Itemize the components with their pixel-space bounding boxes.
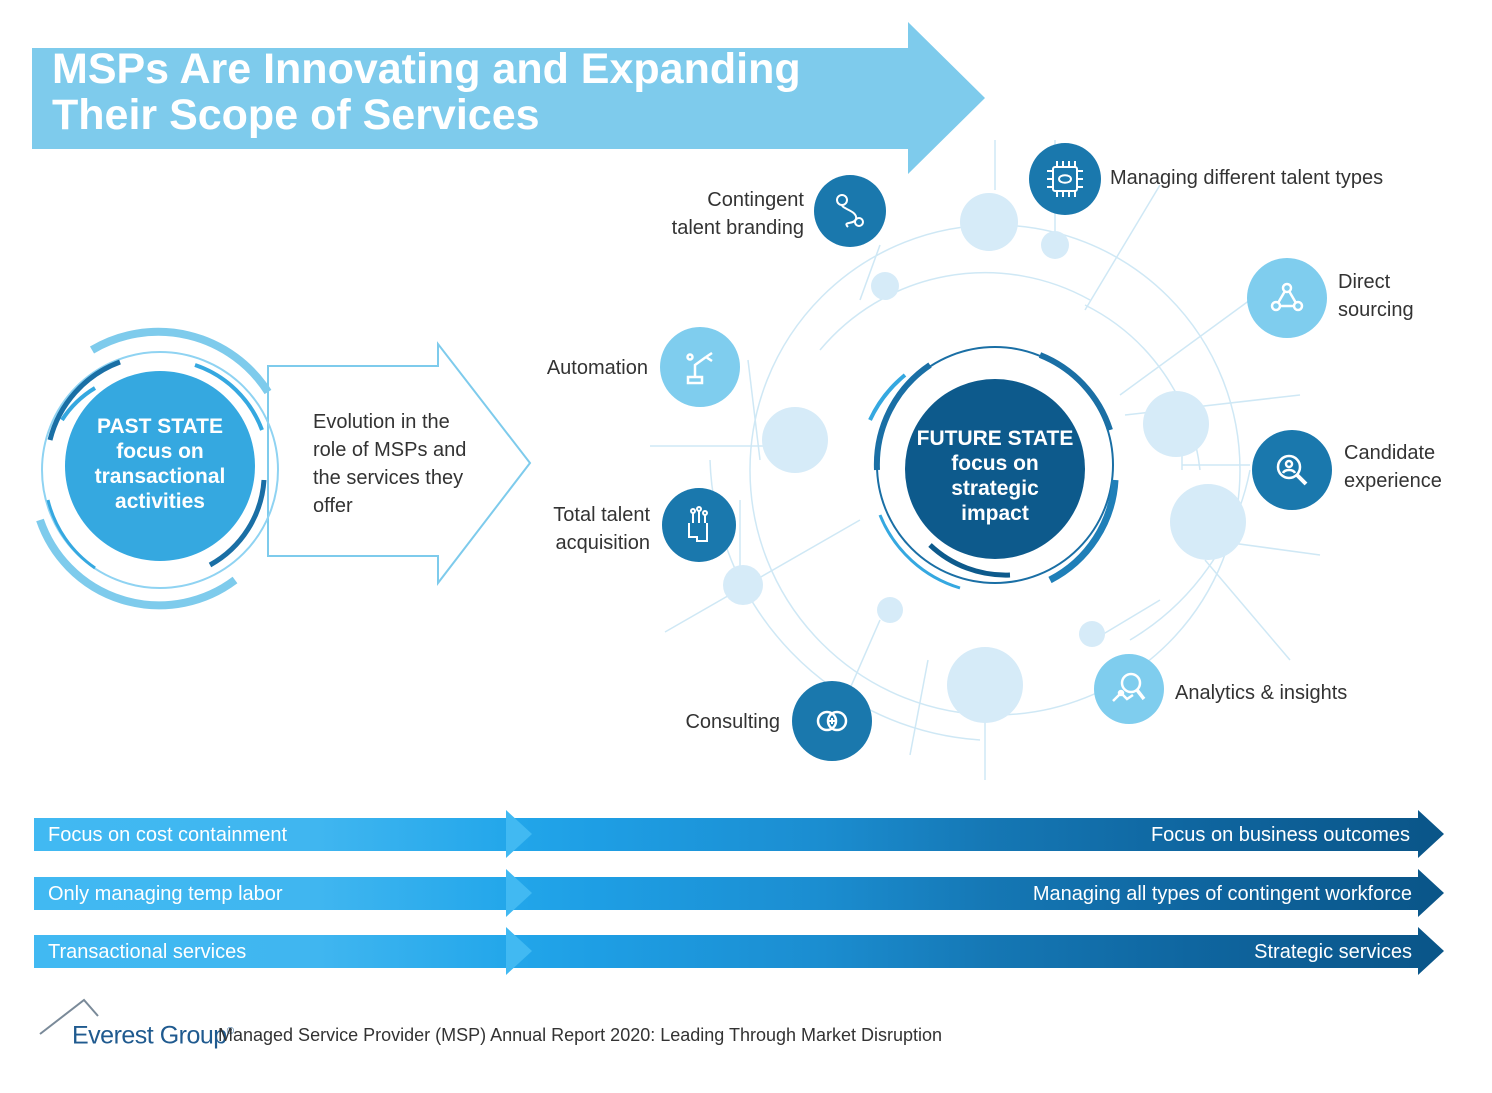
evolution-line: the services they <box>313 467 464 489</box>
future-state-line: focus on <box>951 452 1039 475</box>
evolution-line: Evolution in the <box>313 411 450 433</box>
service-label-managing-talent-types: Managing different talent types <box>1110 164 1450 192</box>
decorative-bubbles <box>723 193 1246 723</box>
analytics-icon <box>1094 654 1164 724</box>
service-label-total-talent-acquisition: Total talent acquisition <box>480 501 650 557</box>
service-label-line: experience <box>1344 470 1442 492</box>
evolution-arrow <box>267 341 532 586</box>
service-label-line: Analytics & insights <box>1175 682 1348 704</box>
service-label-line: acquisition <box>555 532 650 554</box>
past-state-text: PAST STATE focus on transactional activi… <box>70 414 250 514</box>
service-label-line: Total talent <box>553 504 650 526</box>
bar-2 <box>34 869 1444 917</box>
bar-2-right-label: Managing all types of contingent workfor… <box>1032 883 1412 905</box>
service-label-line: Candidate <box>1344 442 1436 464</box>
service-label-line: Automation <box>546 357 648 379</box>
evolution-line: offer <box>313 495 353 517</box>
robot-arm-icon <box>660 327 740 407</box>
service-label-contingent-talent-branding: Contingent talent branding <box>600 186 804 242</box>
title-line-1: MSPs Are Innovating and Expanding <box>52 45 801 93</box>
network-icon <box>1247 258 1327 338</box>
bar-3-right-label: Strategic services <box>1254 941 1412 963</box>
past-state-line: transactional <box>94 465 226 488</box>
service-label-line: Direct <box>1338 271 1391 293</box>
past-state-heading: PAST STATE <box>97 415 223 438</box>
future-state-circle <box>905 379 1085 559</box>
service-label-automation: Automation <box>480 354 648 382</box>
bar-2-left-label: Only managing temp labor <box>48 883 283 905</box>
everest-logo <box>39 998 99 1035</box>
brand-text: Everest Group <box>72 1021 227 1050</box>
brain-chip-icon <box>1029 143 1101 215</box>
service-label-line: sourcing <box>1338 299 1414 321</box>
consulting-icon <box>792 681 872 761</box>
past-state-line: activities <box>115 490 205 513</box>
evolution-text: Evolution in the role of MSPs and the se… <box>313 408 513 520</box>
bar-1 <box>34 810 1444 858</box>
future-state-rings <box>868 346 1119 590</box>
service-label-consulting: Consulting <box>600 708 780 736</box>
future-state-text: FUTURE STATE focus on strategic impact <box>905 426 1085 526</box>
past-state-line: focus on <box>116 440 204 463</box>
brand-registered-mark: ® <box>226 1026 234 1037</box>
route-pin-icon <box>814 175 886 247</box>
page-title: MSPs Are Innovating and Expanding Their … <box>52 46 912 138</box>
bar-1-right-label: Focus on business outcomes <box>1150 824 1410 846</box>
bar-3 <box>34 927 1444 975</box>
service-label-line: Contingent <box>707 189 804 211</box>
service-label-line: talent branding <box>671 217 804 239</box>
title-arrow <box>32 22 985 174</box>
service-label-direct-sourcing: Direct sourcing <box>1338 268 1478 324</box>
bar-1-left-label: Focus on cost containment <box>48 824 288 846</box>
bar-3-left-label: Transactional services <box>48 941 247 963</box>
brand-name: Everest Group® <box>72 1018 234 1049</box>
service-label-analytics-insights: Analytics & insights <box>1175 679 1435 707</box>
future-state-line: strategic <box>951 477 1039 500</box>
search-person-icon <box>1252 430 1332 510</box>
progress-bars <box>34 810 1444 975</box>
title-line-2: Their Scope of Services <box>52 91 540 139</box>
footer-report-title: Managed Service Provider (MSP) Annual Re… <box>218 1025 943 1045</box>
past-state-circle <box>65 371 255 561</box>
service-label-candidate-experience: Candidate experience <box>1344 439 1484 495</box>
future-state-heading: FUTURE STATE <box>916 427 1074 450</box>
future-state-line: impact <box>961 502 1029 525</box>
service-label-line: Managing different talent types <box>1110 167 1384 189</box>
evolution-line: role of MSPs and <box>313 439 467 461</box>
head-circuit-icon <box>662 488 736 562</box>
service-label-line: Consulting <box>685 711 780 733</box>
past-state-rings <box>36 327 279 610</box>
